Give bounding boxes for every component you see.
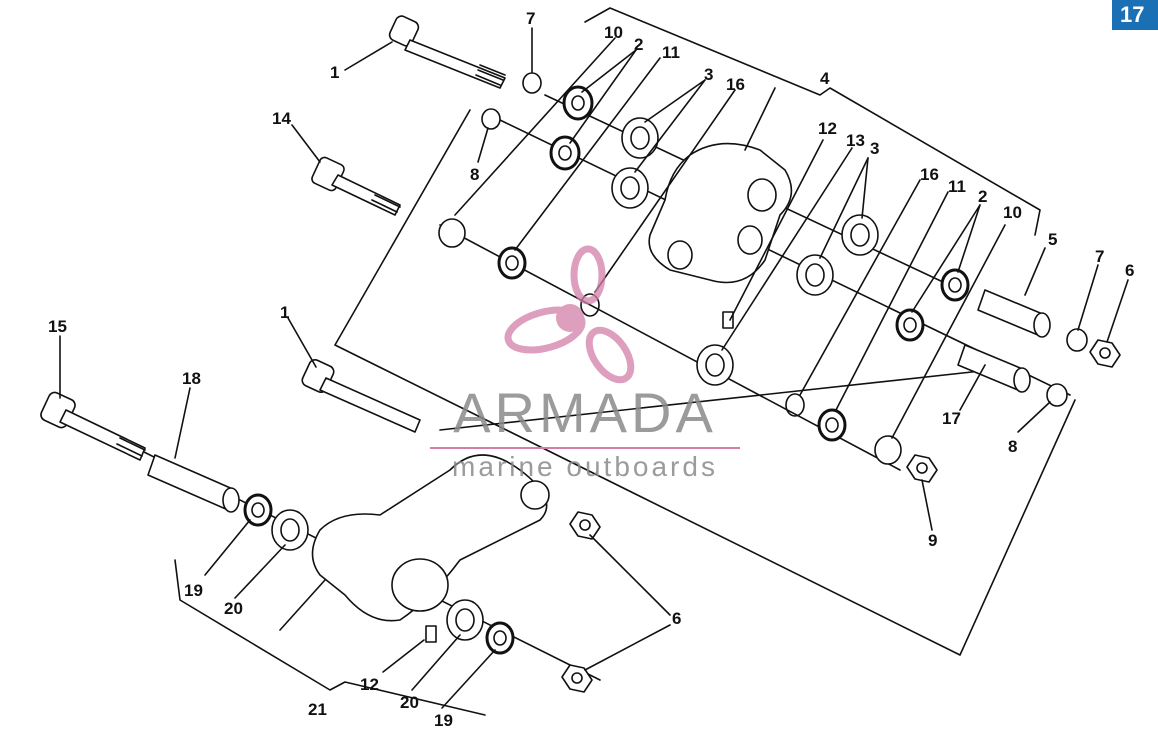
nut-6 — [1089, 339, 1121, 368]
bushing-20 — [446, 599, 484, 641]
callout-10: 10 — [1003, 203, 1022, 222]
collar-7 — [522, 72, 542, 94]
callout-17: 17 — [942, 409, 961, 428]
callout-5: 5 — [1048, 230, 1057, 249]
collar-8 — [481, 108, 501, 130]
bracket-left — [334, 109, 1076, 656]
callout-15: 15 — [48, 317, 67, 336]
bushing-3 — [611, 167, 649, 209]
callout-1: 1 — [330, 63, 339, 82]
bracket-21 — [174, 559, 486, 716]
callout-3: 3 — [870, 139, 879, 158]
callout-21: 21 — [308, 700, 327, 719]
bracket-4 — [584, 7, 1041, 236]
callout-18: 18 — [182, 369, 201, 388]
callout-7: 7 — [526, 9, 535, 28]
axis-line — [439, 369, 991, 431]
bushing-3 — [621, 117, 659, 159]
callout-13: 13 — [846, 131, 865, 150]
callout-14: 14 — [272, 109, 291, 128]
callout-6: 6 — [1125, 261, 1134, 280]
seal-2 — [895, 308, 925, 342]
nut-6 — [561, 664, 593, 693]
bushing-20 — [271, 509, 309, 551]
collar-8 — [1046, 383, 1068, 407]
bushing-12 — [696, 344, 734, 386]
spacer-18 — [147, 454, 240, 513]
grease-nipple-12 — [425, 625, 437, 643]
bolt-1-lower — [301, 358, 421, 433]
callout-4: 4 — [820, 69, 830, 88]
callout-8: 8 — [1008, 437, 1017, 456]
callout-2: 2 — [978, 187, 987, 206]
bolt-15 — [40, 391, 146, 461]
callout-16: 16 — [920, 165, 939, 184]
circlip-16 — [785, 393, 805, 417]
bolt-1 — [388, 15, 506, 89]
callout-11: 11 — [948, 177, 966, 196]
nut-6 — [569, 511, 601, 540]
collar-10 — [874, 435, 902, 465]
connecting-rod — [311, 454, 548, 622]
seal-2 — [562, 85, 594, 121]
seal-2 — [549, 135, 581, 171]
callout-11: 11 — [662, 43, 680, 62]
seal-11 — [817, 408, 847, 442]
spacer-5 — [977, 289, 1051, 338]
callout-20: 20 — [400, 693, 419, 712]
callout-3: 3 — [704, 65, 713, 84]
page-number-tab: 17 — [1112, 0, 1158, 30]
grease-nipple-12 — [722, 311, 734, 329]
callout-7: 7 — [1095, 247, 1104, 266]
callout-16: 16 — [726, 75, 745, 94]
spacer-17 — [957, 344, 1031, 393]
bushing-3 — [796, 254, 834, 296]
callout-8: 8 — [470, 165, 479, 184]
callout-1: 1 — [280, 303, 289, 322]
watermark-logo — [504, 245, 635, 384]
callout-6: 6 — [672, 609, 681, 628]
nut-9 — [906, 454, 938, 483]
seal-11 — [497, 246, 527, 280]
circlip-16 — [580, 293, 600, 317]
callout-9: 9 — [928, 531, 937, 550]
callout-20: 20 — [224, 599, 243, 618]
seal-19 — [243, 493, 273, 527]
seal-2 — [940, 268, 970, 302]
callout-2: 2 — [634, 35, 643, 54]
callout-labels: 1 7 10 2 11 3 16 4 14 8 12 13 3 16 11 2 … — [48, 9, 1134, 730]
callout-10: 10 — [604, 23, 623, 42]
collar-10 — [438, 218, 466, 248]
callout-19: 19 — [434, 711, 453, 730]
callout-12: 12 — [818, 119, 837, 138]
bolt-14 — [311, 156, 401, 216]
seal-19 — [485, 621, 515, 655]
callout-19: 19 — [184, 581, 203, 600]
collar-7 — [1066, 328, 1088, 352]
bushing-3 — [841, 214, 879, 256]
callout-12: 12 — [360, 675, 379, 694]
